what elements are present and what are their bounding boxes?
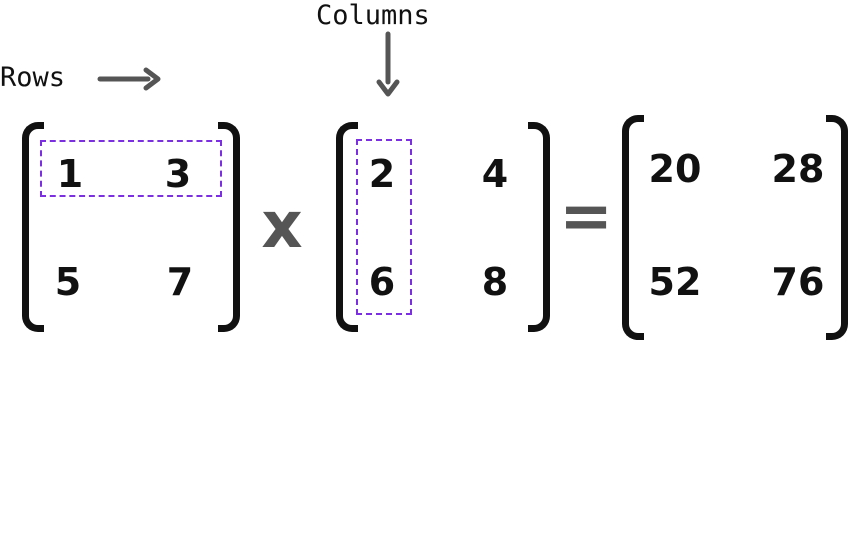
multiply-operator: x	[261, 189, 303, 263]
result-cell: 20	[648, 147, 702, 191]
column-highlight	[356, 139, 412, 315]
result-cell: 52	[648, 260, 702, 304]
matrix-a-left-bracket	[22, 122, 44, 332]
matrix-a-cell: 3	[164, 152, 192, 196]
result-left-bracket	[622, 115, 644, 340]
result-cell: 76	[771, 260, 825, 304]
result-right-bracket	[826, 115, 848, 340]
matrix-b-cell: 2	[368, 152, 396, 196]
columns-arrow-icon	[376, 31, 400, 97]
matrix-a-cell: 7	[166, 260, 194, 304]
matrix-a-cell: 1	[56, 152, 84, 196]
matrix-a-right-bracket	[218, 122, 240, 332]
matrix-b-right-bracket	[528, 122, 550, 332]
matrix-b-left-bracket	[336, 122, 358, 332]
row-highlight	[40, 140, 222, 197]
result-cell: 28	[771, 147, 825, 191]
rows-arrow-icon	[97, 67, 161, 91]
matrix-b-cell: 6	[368, 260, 396, 304]
columns-label: Columns	[316, 0, 430, 31]
rows-label: Rows	[0, 62, 66, 93]
equals-operator: =	[559, 180, 613, 254]
matrix-a-cell: 5	[54, 260, 82, 304]
matrix-b-cell: 4	[481, 152, 509, 196]
matrix-b-cell: 8	[481, 260, 509, 304]
